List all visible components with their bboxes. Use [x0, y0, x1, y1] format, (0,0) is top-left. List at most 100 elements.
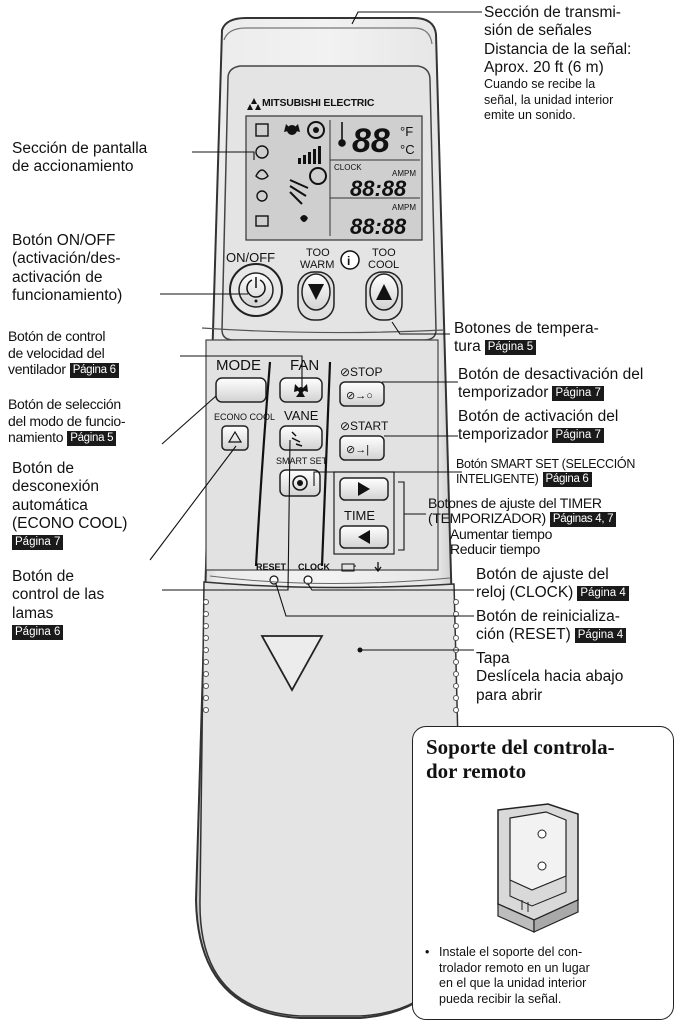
timer-off-line-1: Botón de desactivación del: [458, 366, 644, 383]
display-section-line-2: de accionamiento: [12, 158, 134, 176]
mode-select-line-2: del modo de funcio-: [8, 412, 126, 429]
svg-text:⊘→○: ⊘→○: [346, 390, 373, 402]
thermometer-icon: [338, 122, 346, 147]
econo-cool-line-4: (ECONO COOL): [12, 514, 128, 532]
econo-cool-button: [221, 425, 249, 451]
page-badge: Página 4: [574, 628, 627, 644]
page-badge: Página 5: [484, 340, 537, 356]
callout-smart-set: Botón SMART SET (SELECCIÓN INTELIGENTE)P…: [456, 457, 635, 487]
unit-c: °C: [400, 142, 415, 157]
fan-speed-line-3: ventilador: [8, 361, 66, 378]
page-badge: Página 7: [552, 386, 604, 402]
callout-display-section: Sección de pantalla de accionamiento: [12, 140, 147, 177]
on-off-button: [238, 272, 274, 308]
svg-text:i: i: [347, 254, 350, 268]
transmission-note-1: Cuando se recibe la: [484, 77, 596, 92]
fan-icon: [284, 124, 300, 135]
arrow-down-icon: [308, 284, 324, 300]
page-badge: Página 6: [12, 624, 64, 640]
swirl-icon: [307, 121, 325, 139]
display-section-line-1: Sección de pantalla: [12, 140, 148, 157]
lcd-ampm-1: AMPM: [392, 169, 416, 178]
holder-note-line-3: en el que la unidad interior: [439, 976, 587, 991]
svg-text:⊘→|: ⊘→|: [346, 444, 369, 456]
mode-label: MODE: [216, 357, 261, 374]
info-icon: [340, 250, 360, 270]
callout-vane: Botón de control de las lamas Página 6: [12, 568, 104, 641]
page-badge: Página 7: [12, 535, 64, 551]
mode-select-line-1: Botón de selección: [8, 396, 121, 412]
timer-on-line-1: Botón de activación del: [458, 408, 619, 425]
callout-clock-set: Botón de ajuste del reloj (CLOCK)Página …: [476, 566, 629, 603]
fan-speed-line-2: de velocidad del: [8, 344, 105, 361]
clock-set-line-1: Botón de ajuste del: [476, 566, 609, 583]
vane-line-2: control de las: [12, 586, 105, 604]
on-off-line-4: funcionamiento): [12, 286, 123, 304]
temperature-readout: 88: [352, 122, 390, 160]
page-badge: Página 6: [542, 471, 592, 487]
time-label: TIME: [344, 508, 375, 523]
cover-line-2: Deslícela hacia abajo: [476, 668, 624, 686]
stop-label: ⊘STOP: [340, 365, 383, 379]
timer-off-line-2: temporizador: [458, 384, 549, 402]
transmission-line-1: Sección de transmi-: [484, 4, 621, 21]
transmission-line-3: Distancia de la señal:: [484, 40, 632, 58]
callout-econo-cool: Botón de desconexión automática (ECONO C…: [12, 460, 127, 551]
right-grip: [453, 599, 459, 713]
vane-button: [279, 425, 323, 451]
control-panel: [205, 339, 439, 571]
page-badge: Página 6: [69, 363, 119, 379]
bullet: •: [425, 945, 430, 959]
vane-line-1: Botón de: [12, 568, 75, 585]
too-cool-label-2: COOL: [368, 259, 399, 271]
holder-note-line-4: pueda recibir la señal.: [439, 991, 562, 1006]
reset-line-2: ción (RESET): [476, 626, 571, 644]
too-warm-label-1: TOO: [306, 247, 330, 259]
timer-start-button: [339, 435, 385, 461]
on-off-line-3: activación de: [12, 268, 103, 286]
timer-decrease: Reducir tiempo: [450, 541, 540, 558]
mode-icons: [255, 123, 269, 227]
leader-lines: [149, 11, 482, 651]
smart-set-label: SMART SET: [276, 456, 328, 466]
transmission-line-2: sión de señales: [484, 22, 592, 40]
timer-stop-button: [339, 381, 385, 407]
transmission-line-4: Aprox. 20 ft (6 m): [484, 58, 604, 76]
holder-note: • Instale el soporte del con- trolador r…: [425, 945, 665, 1008]
mode-button: [215, 377, 267, 403]
cover-line-3: para abrir: [476, 686, 543, 704]
fan-speed-line-1: Botón de control: [8, 328, 106, 344]
reset-label: RESET: [256, 562, 287, 572]
timer-set-line-2: (TEMPORIZADOR): [428, 510, 546, 527]
transmission-note-2: señal, la unidad interior: [484, 92, 614, 107]
too-warm-label-2: WARM: [300, 259, 334, 271]
unit-f: °F: [400, 124, 413, 139]
transmission-note-3: emite un sonido.: [484, 108, 576, 123]
on-off-label: ON/OFF: [226, 250, 275, 265]
left-grip: [203, 599, 209, 713]
smart-set-line-2: INTELIGENTE): [456, 471, 539, 486]
callout-timer-set: Botones de ajuste del TIMER (TEMPORIZADO…: [428, 495, 617, 558]
temp-buttons-line-2: tura: [454, 338, 481, 356]
holder-title-line-1: Soporte del controla-: [426, 735, 615, 759]
fan-button-icon: [294, 384, 308, 397]
reset-line-1: Botón de reinicializa-: [476, 608, 620, 625]
brand-label: MITSUBISHI ELECTRIC: [262, 97, 375, 109]
callout-cover: Tapa Deslícela hacia abajo para abrir: [476, 650, 623, 705]
on-off-line-1: Botón ON/OFF: [12, 232, 116, 249]
reset-hole: [269, 575, 279, 585]
battery-icon: [341, 563, 356, 572]
arrow-up-icon: [376, 284, 392, 300]
lcd-clock-label: CLOCK: [334, 163, 362, 172]
mode-select-line-3: namiento: [8, 429, 64, 446]
page-badge: Página 7: [552, 428, 604, 444]
page-badge: Página 5: [67, 431, 117, 447]
callout-mode-select: Botón de selección del modo de funcio- n…: [8, 396, 126, 447]
timer-on-line-2: temporizador: [458, 426, 549, 444]
temp-buttons-line-1: Botones de tempera-: [454, 320, 599, 337]
